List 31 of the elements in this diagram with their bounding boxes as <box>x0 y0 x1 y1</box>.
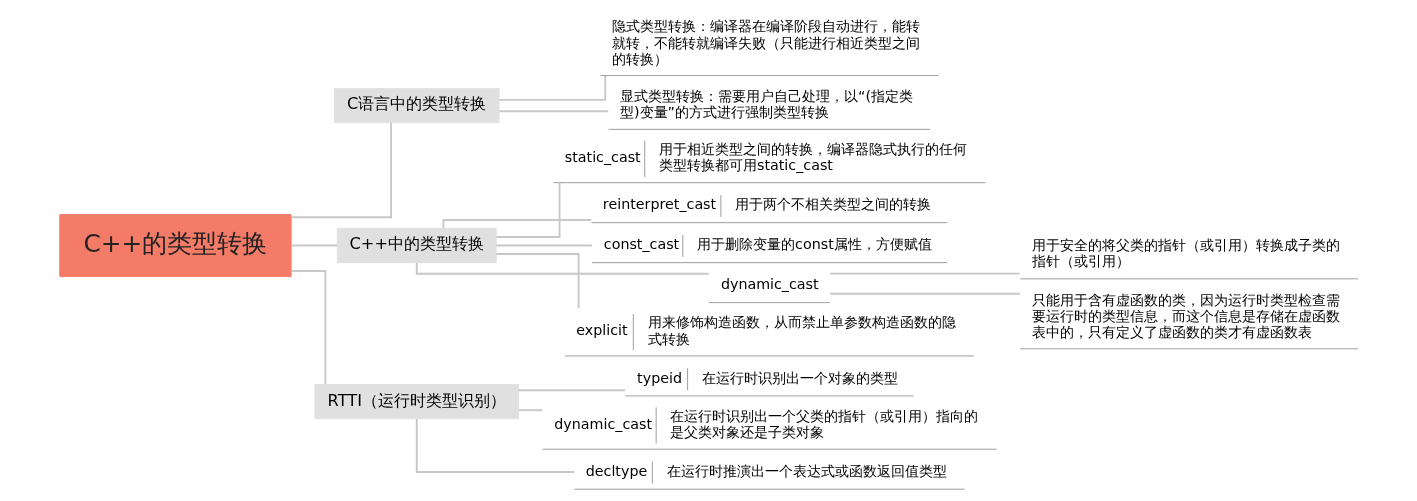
node-text: typeid 在运行时识别出一个对象的类型 <box>636 369 898 386</box>
connector <box>495 181 560 238</box>
connector <box>498 110 609 113</box>
node-text: 显式类型转换：需要用户自己处理，以“(指定类型)变量”的方式进行强制类型转换 <box>619 87 913 120</box>
node-text: decltype 在运行时推演出一个表达式或函数返回值类型 <box>585 462 947 479</box>
node-text: dynamic_cast 在运行时识别出一个父类的指针（或引用）指向的是父类对象还是子类对象 <box>553 407 978 440</box>
connector <box>289 270 326 386</box>
connector <box>441 219 592 230</box>
node-text: 用于安全的将父类的指针（或引用）转换成子类的指针（或引用） <box>1031 237 1340 270</box>
node-box: C++的类型转换 <box>58 214 292 277</box>
connector <box>494 244 593 247</box>
node-text: const_cast 用于删除变量的const属性，方便赋值 <box>603 236 932 253</box>
node-box: C++中的类型转换 <box>336 227 497 264</box>
connector <box>415 418 575 473</box>
connector <box>517 409 543 412</box>
connector <box>494 253 580 310</box>
connector <box>828 272 1021 275</box>
node-box: RTTI（运行时类型识别） <box>313 384 519 420</box>
connector <box>289 121 392 219</box>
connector <box>415 261 710 275</box>
connector <box>828 292 1021 295</box>
node-text: 隐式类型转换：编译器在编译阶段自动进行，能转就转，不能转就编译失败（只能进行相近类型之间的转换） <box>611 18 920 67</box>
node-text: static_cast 用于相近类型之间的转换，编译器隐式执行的任何类型转换都可用static_cast <box>564 141 967 174</box>
node-text: dynamic_cast <box>720 276 819 293</box>
node-text: 只能用于含有虚函数的类，因为运行时类型检查需要运行时的类型信息，而这个信息是存储在虚函数表中的，只有定义了虚函数的类才有虚函数表 <box>1031 291 1340 340</box>
node-text: reinterpret_cast 用于两个不相关类型之间的转换 <box>602 196 931 213</box>
node-text: explicit 用来修饰构造函数，从而禁止单参数构造函数的隐式转换 <box>575 314 956 347</box>
connector <box>289 244 338 247</box>
connector <box>497 74 606 101</box>
connector <box>517 389 626 392</box>
node-box: C语言中的类型转换 <box>333 87 500 124</box>
